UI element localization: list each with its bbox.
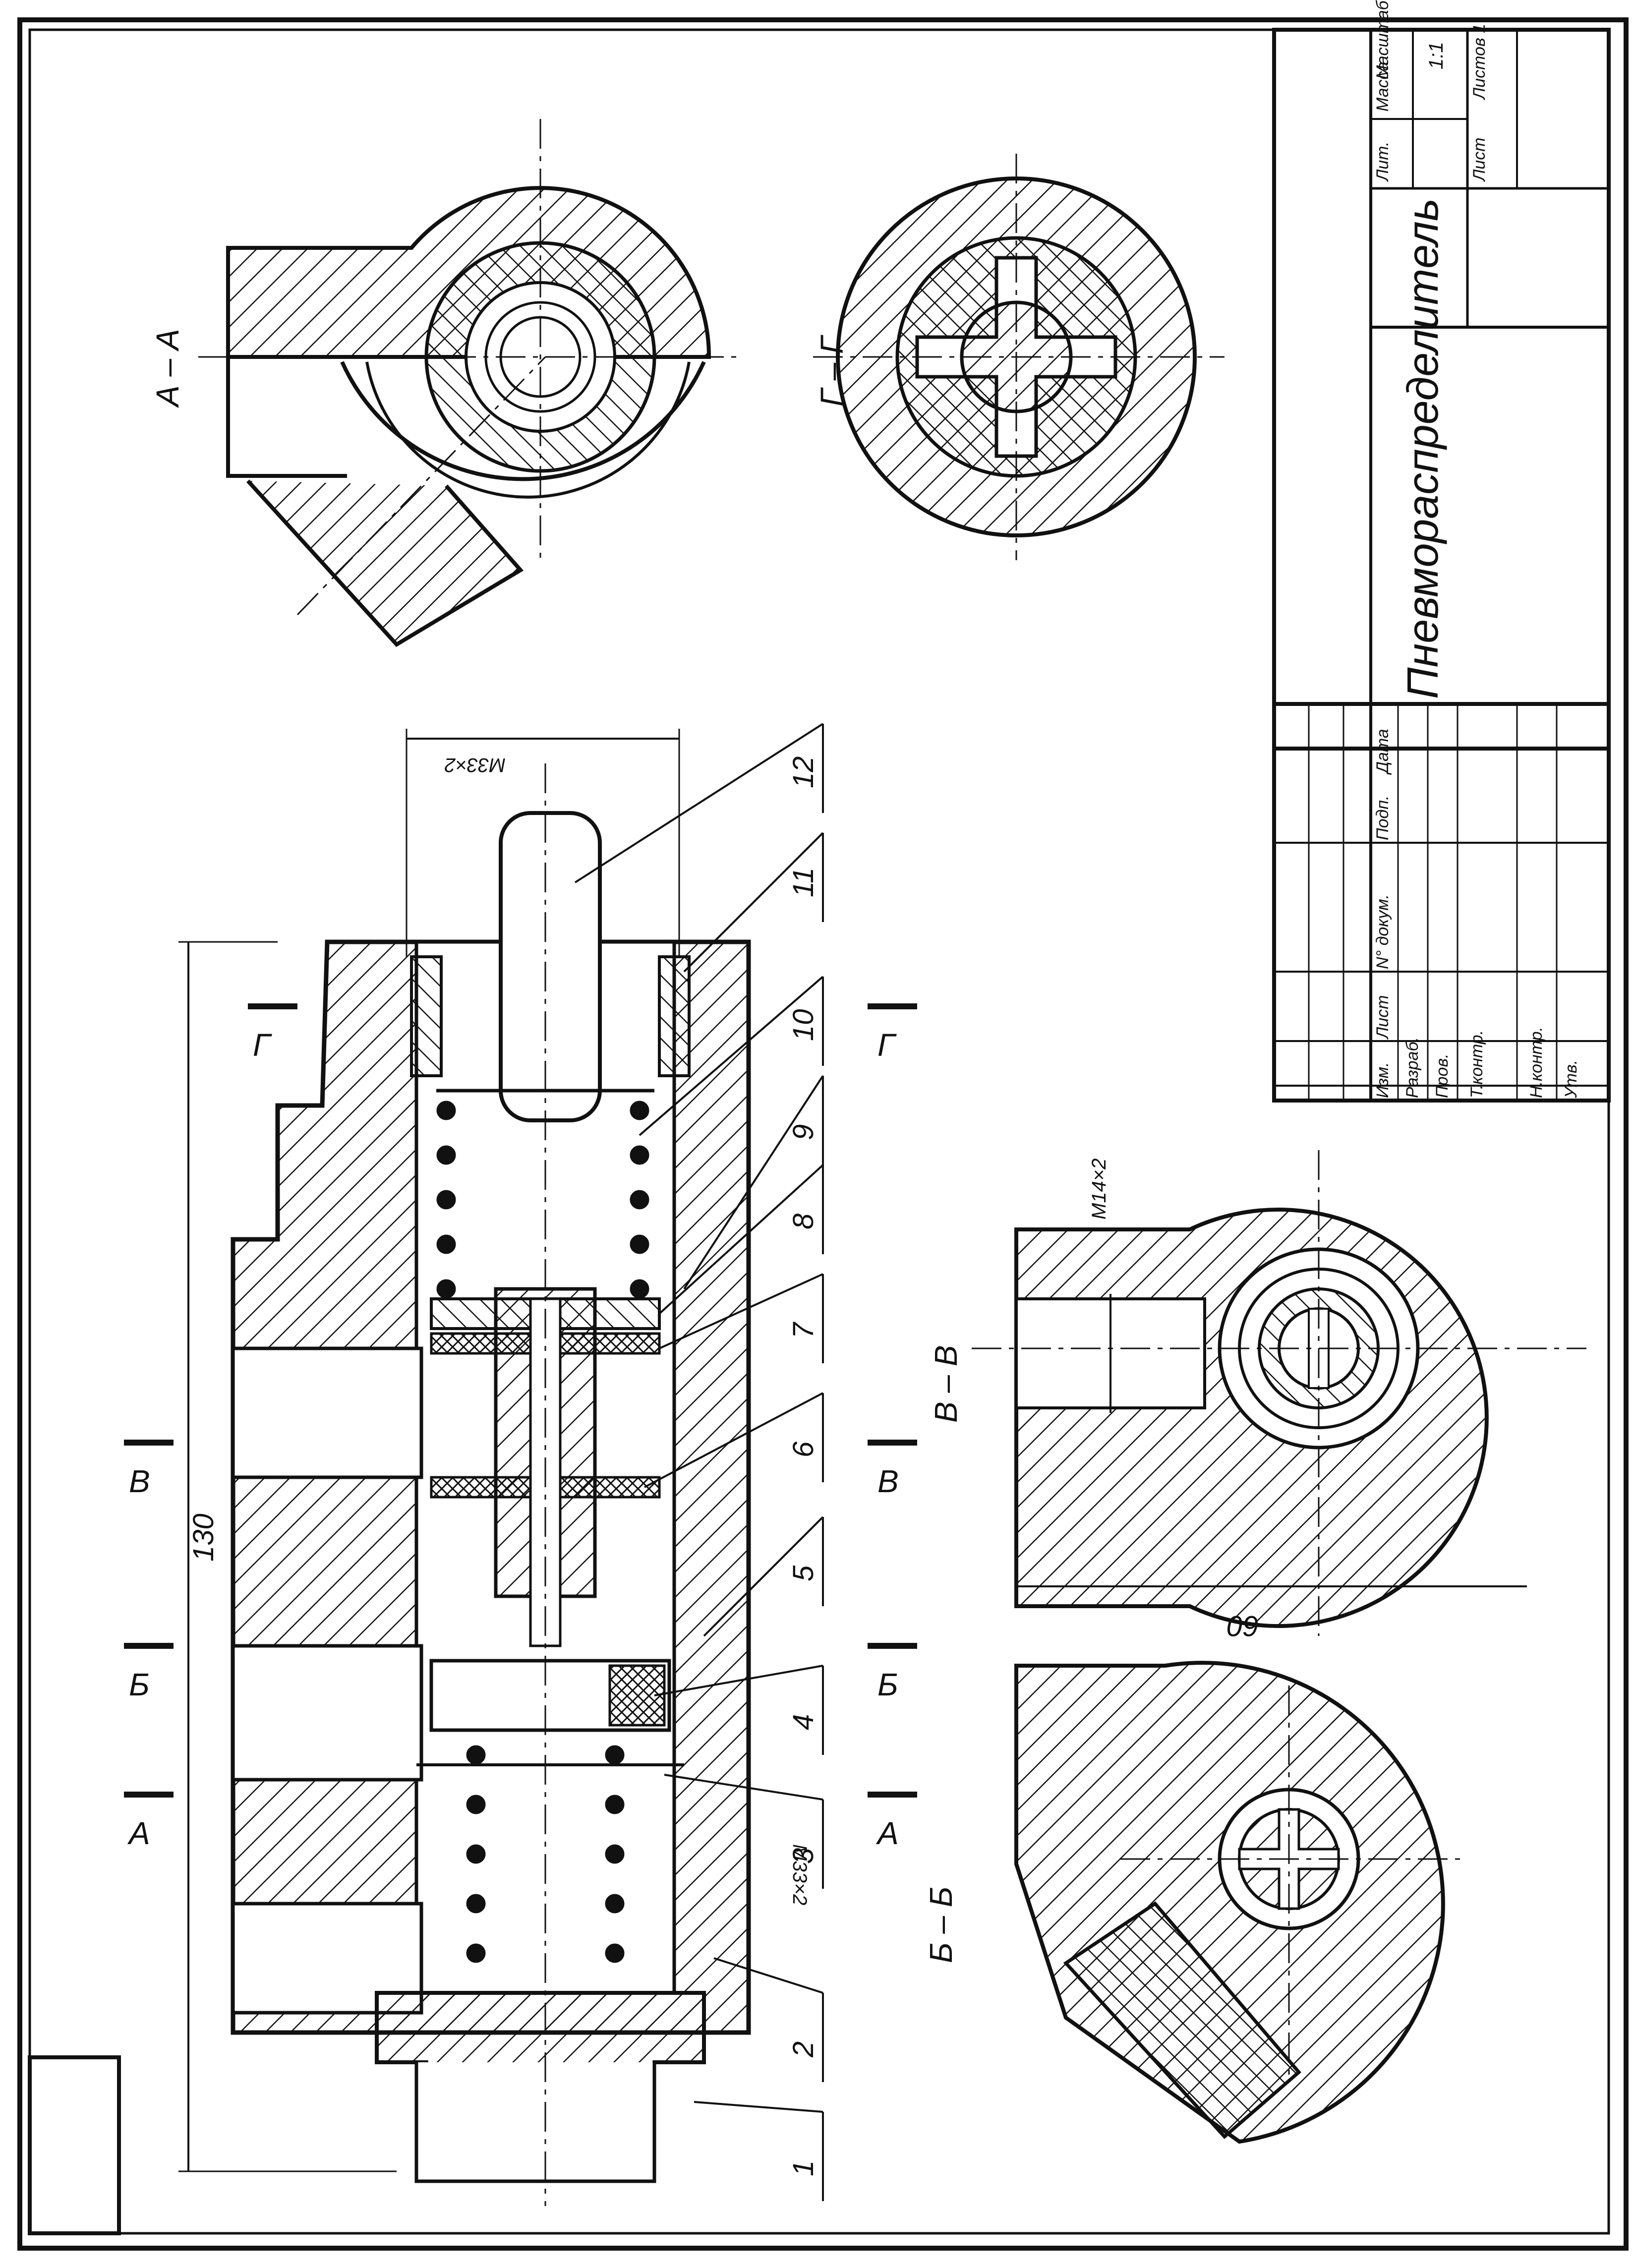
dim-length-value: 130 [187, 1513, 220, 1562]
role-tech-control: Т.контр. [1467, 1030, 1486, 1098]
callout-10: 10 [787, 1009, 819, 1041]
callout-9: 9 [787, 1124, 819, 1140]
cut-mark-g-right: Г [877, 1027, 897, 1063]
mass-label: Масса [1373, 61, 1392, 112]
cut-mark-v-left: В [129, 1463, 150, 1499]
section-gg: Г – Г [813, 154, 1225, 560]
section-aa: А – А [150, 119, 744, 647]
dim-thread-top: М33×2 [406, 729, 680, 957]
dim-length: 130 [178, 941, 397, 2172]
dim-diameter-value: 60 [1227, 1610, 1259, 1642]
role-approved: Утв. [1562, 1060, 1580, 1099]
section-gg-label: Г – Г [814, 335, 850, 407]
cut-mark-a-left: А [127, 1815, 150, 1851]
sheet-border [17, 17, 1629, 2251]
rev-header-sign: Подп. [1373, 796, 1392, 841]
callout-6: 6 [787, 1441, 819, 1457]
section-bb-label: Б – Б [923, 1887, 959, 1963]
scale-label: Масштаб [1373, 0, 1392, 79]
callout-2: 2 [787, 2041, 819, 2058]
role-developer: Разраб. [1403, 1037, 1422, 1098]
dim-thread-bottom-value: М33×2 [789, 1844, 811, 1905]
rev-header-list: Лист [1373, 995, 1392, 1040]
main-section [231, 763, 751, 2206]
cut-mark-b-left: Б [129, 1667, 150, 1702]
callout-12: 12 [787, 756, 819, 788]
scale-value: 1:1 [1425, 42, 1447, 69]
cut-mark-v-right: В [877, 1463, 899, 1499]
corner-box [28, 2055, 121, 2235]
cut-marks [124, 1003, 917, 1798]
sheet-label: Лист [1470, 137, 1489, 182]
dim-thread-top-value: М33×2 [445, 754, 506, 776]
cut-mark-g-left: Г [253, 1027, 272, 1063]
section-vv-label: В – В [928, 1345, 964, 1423]
callouts [574, 723, 824, 2201]
product-name: Пневмораспределитель [1398, 198, 1447, 699]
callout-4: 4 [787, 1714, 819, 1730]
callout-5: 5 [787, 1565, 819, 1581]
lit-label: Лит. [1373, 141, 1392, 182]
sheet-frame [28, 28, 1610, 2235]
rev-header-doc: N° докум. [1373, 894, 1392, 969]
section-bb: Б – Б [923, 1661, 1462, 2144]
section-vv: В – В М14×2 60 [928, 1150, 1586, 1642]
role-norm-control: Н.контр. [1527, 1027, 1546, 1098]
callout-7: 7 [787, 1321, 819, 1338]
role-checker: Пров. [1433, 1053, 1452, 1098]
callout-8: 8 [787, 1214, 819, 1229]
callout-1: 1 [787, 2160, 819, 2176]
dim-thread-side-value: М14×2 [1088, 1159, 1110, 1220]
rev-header-date: Дата [1373, 729, 1392, 775]
cut-mark-b-right: Б [877, 1667, 898, 1702]
sheets-label: Листов 1 [1470, 24, 1489, 100]
section-aa-label: А – А [150, 329, 185, 408]
callout-3: 3 [787, 1848, 819, 1864]
title-block: Пневмораспределитель Лит. Масса Масштаб … [1272, 0, 1611, 1103]
rev-header-izm: Изм. [1373, 1062, 1392, 1099]
cut-mark-a-right: А [875, 1815, 899, 1851]
callout-11: 11 [787, 868, 819, 897]
